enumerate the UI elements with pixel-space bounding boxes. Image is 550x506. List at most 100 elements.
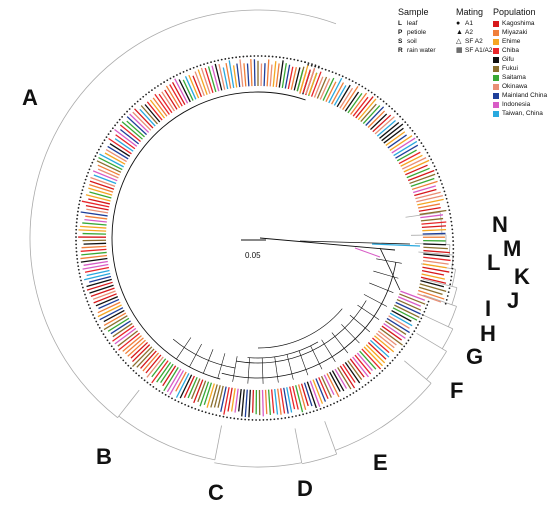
leaf-label-mark [140,350,157,369]
legend-mating-item: △SF A2 [456,38,483,45]
leaf-label-mark [290,67,297,90]
mating-marker [307,63,310,66]
mating-marker [452,255,455,258]
mating-marker [76,261,79,264]
color-swatch-icon [493,110,499,117]
mating-marker [111,127,114,130]
color-swatch-icon [493,74,499,81]
leaf-label-mark [395,301,421,315]
leaf-label-mark [423,246,448,250]
mating-marker [396,354,399,356]
mating-marker [275,56,278,58]
mating-marker [260,55,263,57]
mating-marker [240,418,243,421]
leaf-label-mark [381,325,403,341]
leaf-label-mark [200,67,211,94]
leaf-label-mark [183,375,195,398]
mating-marker [278,56,281,59]
leaf-label-mark [158,93,173,114]
clade-arc-edge [418,251,454,256]
mating-marker [103,139,106,142]
leaf-label-mark [97,164,120,176]
mating-marker [81,286,84,289]
leaf-label-mark [98,157,123,171]
leaf-label-mark [418,286,443,296]
mating-marker [92,314,94,316]
mating-marker [106,339,109,342]
leaf-label-mark [151,358,167,378]
mating-marker [75,250,78,253]
leaf-label-mark [127,339,146,357]
leaf-label-mark [315,378,327,402]
legend-population-title: Population [493,7,536,17]
mating-marker [382,100,385,103]
square-icon: ▦ [456,47,463,54]
leaf-label-mark [136,348,155,368]
mating-marker [196,65,198,68]
mating-marker [113,348,115,351]
leaf-label-mark [422,266,450,273]
subtree-branch [236,300,367,364]
leaf-label-mark [109,143,131,157]
radial-branch [349,314,371,333]
radial-branch [373,270,399,279]
mating-marker [182,71,185,73]
mating-marker [323,406,325,409]
leaf-label-mark [292,385,299,410]
root-branch [259,237,396,251]
leaf-label-mark [396,298,422,311]
clade-arc [451,269,456,287]
mating-marker [345,76,347,79]
mating-marker [398,351,401,354]
mating-marker [128,108,131,110]
color-swatch-icon [493,29,499,36]
leaf-label-mark [422,228,447,232]
mating-marker [145,93,147,96]
mating-marker [177,400,180,403]
clade-arc-edge [410,234,446,236]
mating-marker [424,148,427,151]
leaf-label-mark [310,71,322,97]
clade-arc-edge [214,425,222,460]
clade-label-n: N [492,212,508,237]
leaf-label-mark [367,110,386,128]
mating-marker [93,317,96,320]
mating-marker [293,58,296,61]
leaf-label-mark [393,140,418,157]
mating-marker [439,179,442,182]
mating-marker [300,60,303,63]
leaf-label-mark [160,363,174,384]
leaf-label-mark [90,287,115,297]
mating-marker [91,161,94,164]
mating-marker [415,327,418,329]
leaf-label-mark [95,296,119,307]
leaf-label-mark [379,327,403,346]
leaf-label-mark [401,157,427,170]
mating-marker [421,314,424,316]
clade-arc [29,9,337,418]
mating-marker [296,59,299,62]
leaf-label-mark [86,208,109,214]
leaf-label-mark [418,289,445,300]
leaf-label-mark [318,377,329,400]
leaf-label-mark [193,379,204,404]
leaf-label-mark [293,67,301,91]
leaf-label-mark [367,342,387,360]
leaf-label-mark [369,339,390,358]
mating-marker [418,139,421,141]
root-branch [299,240,411,245]
leaf-label-mark [344,91,360,112]
leaf-label-mark [188,74,200,99]
inner-ring-branch [221,262,397,379]
leaf-label-mark [89,275,112,283]
leaf-label-mark [383,127,404,144]
mating-marker [336,400,339,403]
radial-branch [247,357,250,384]
leaf-label-mark [107,317,130,332]
radial-branch [286,354,294,380]
mating-marker [84,178,87,181]
mating-marker [98,326,101,329]
color-swatch-icon [493,20,499,27]
